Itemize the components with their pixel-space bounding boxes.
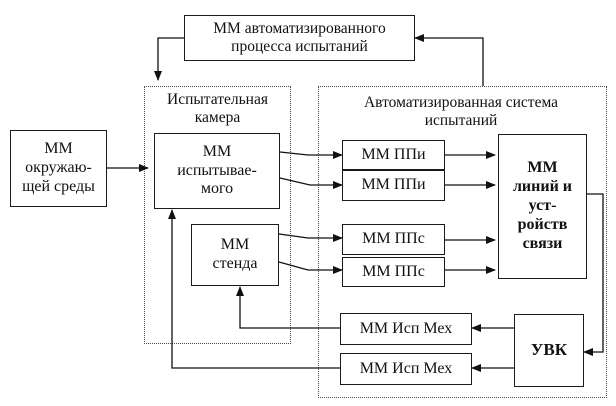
test-system-title: Автоматизированная система испытаний	[363, 94, 559, 129]
block-ppi-2: ММ ППи	[342, 170, 445, 201]
arrow-isp-2-to-object	[168, 209, 340, 369]
block-lines-and-comm-devices: ММ линий и уст- ройств связи	[498, 134, 587, 279]
block-object-under-test: ММ испытывае- мого	[154, 133, 280, 209]
arrow-lines-to-uvk	[583, 193, 604, 356]
arrow-system-to-top	[414, 34, 484, 86]
arrow-object-to-ppi-1	[279, 151, 343, 159]
test-chamber-group	[144, 86, 291, 344]
block-isp-mech-1: ММ Исп Мех	[340, 313, 472, 345]
block-object-under-test-label: ММ испытывае- мого	[177, 142, 257, 198]
arrow-top-to-chamber	[154, 37, 184, 81]
arrow-object-to-ppi-2	[279, 177, 343, 189]
block-environment: ММ окружаю- щей среды	[10, 130, 107, 207]
block-stand: ММ стенда	[191, 224, 279, 286]
block-uvk: УВК	[514, 314, 584, 387]
block-isp-mech-2: ММ Исп Мех	[340, 353, 472, 385]
test-system-group	[318, 86, 607, 398]
block-pps-2: ММ ППс	[342, 257, 445, 287]
block-automated-test-process: ММ автоматизированного процесса испытани…	[184, 15, 415, 61]
block-ppi-1: ММ ППи	[342, 140, 445, 170]
block-environment-label: ММ окружаю- щей среды	[22, 140, 95, 195]
arrow-stand-to-pps-2	[278, 261, 343, 274]
block-stand-label: ММ стенда	[212, 236, 258, 272]
arrow-isp-1-to-stand	[236, 286, 340, 329]
block-pps-1: ММ ППс	[342, 224, 445, 255]
test-chamber-title: Испытательная камера	[167, 91, 268, 126]
arrow-stand-to-pps-1	[278, 233, 343, 242]
block-automated-test-process-label: ММ автоматизированного процесса испытани…	[213, 19, 386, 55]
